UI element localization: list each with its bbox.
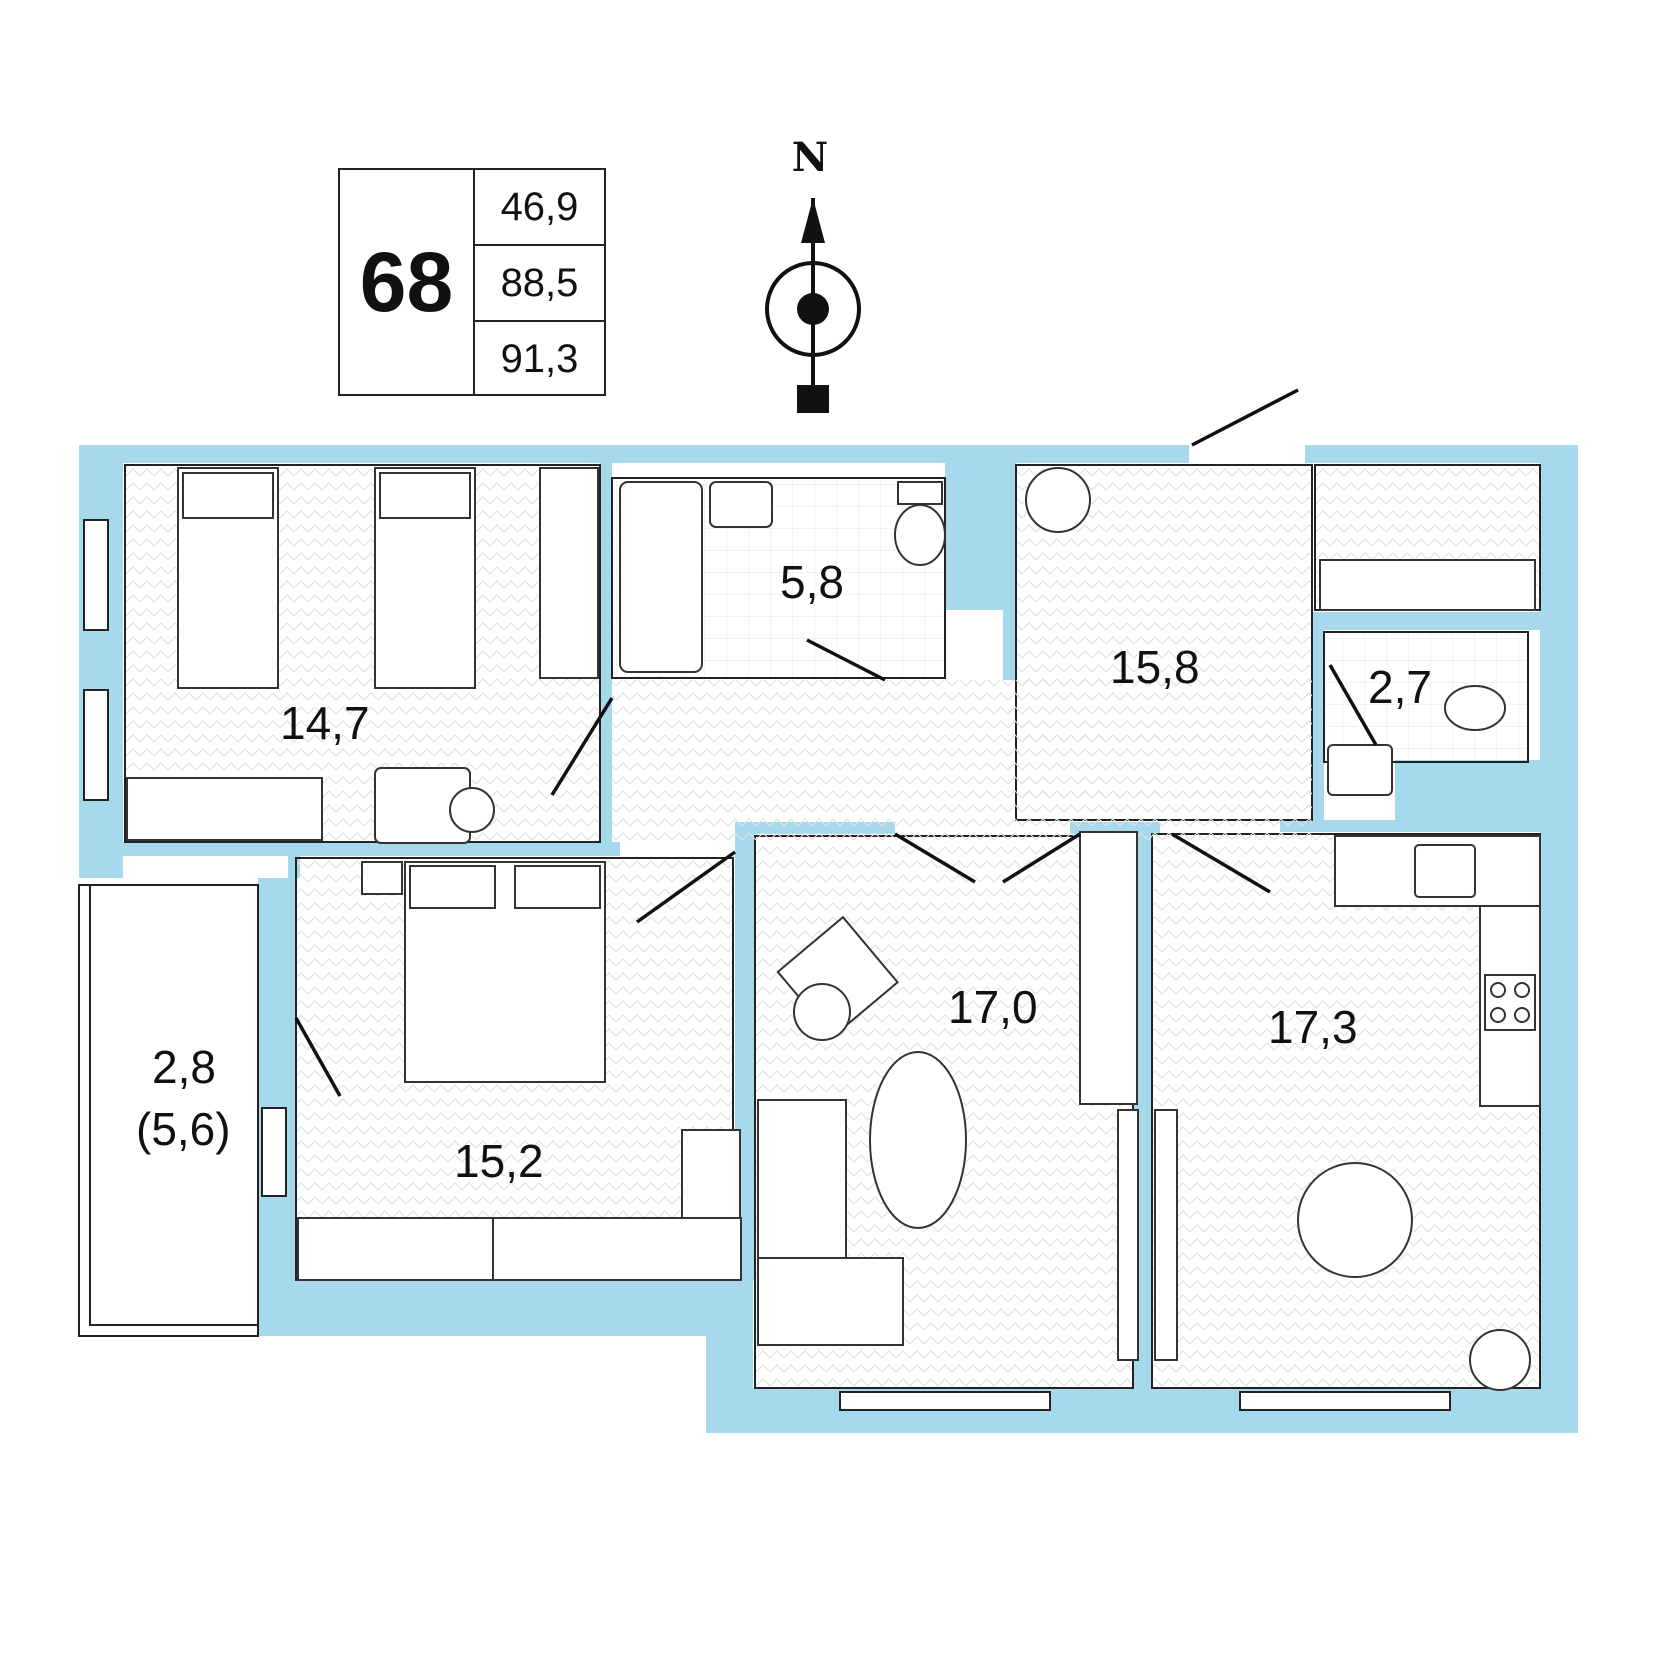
room-area-bedroom-master: 15,2	[454, 1135, 544, 1187]
apartment-number: 68	[340, 170, 475, 394]
room-area-living-room: 17,0	[948, 981, 1038, 1033]
room-area-hallway: 15,8	[1110, 641, 1200, 693]
wc-fixtures	[1327, 685, 1506, 796]
desk-master	[297, 1217, 494, 1281]
wardrobe-hall	[1319, 559, 1536, 611]
toilet-icon	[894, 504, 946, 566]
area-living: 46,9	[475, 170, 604, 246]
kids-bedroom-furniture	[126, 467, 599, 844]
area-total-with-balcony: 91,3	[500, 336, 579, 381]
bathroom-fixtures	[619, 481, 946, 673]
desk-kids	[126, 777, 323, 841]
floor-balcony	[78, 884, 259, 1337]
room-area-wc: 2,7	[1368, 661, 1432, 713]
windows	[83, 519, 1451, 1411]
balcony-frame	[89, 884, 259, 1326]
room-area-balcony-full: (5,6)	[136, 1103, 231, 1155]
nightstand	[361, 861, 403, 895]
sink-icon	[709, 481, 773, 528]
room-area-kitchen: 17,3	[1268, 1001, 1358, 1053]
round-table-icon	[1025, 467, 1091, 533]
door-swings	[294, 388, 1378, 1097]
plant-icon	[1469, 1329, 1531, 1391]
oval-table-icon	[869, 1051, 967, 1229]
wc-sink-icon	[1327, 744, 1393, 796]
compass-icon	[765, 198, 861, 413]
living-room-furniture	[757, 831, 1139, 1361]
room-area-bathroom: 5,8	[780, 556, 844, 608]
floor-hallway-lower	[612, 680, 1312, 840]
kitchen-furniture	[1154, 835, 1541, 1391]
wc-toilet-icon	[1444, 685, 1506, 731]
room-area-balcony: 2,8	[152, 1041, 216, 1093]
area-total: 88,5	[475, 246, 604, 322]
apartment-info-box: 68 46,9 88,5 91,3	[338, 168, 606, 396]
kitchen-sink-icon	[1414, 844, 1476, 898]
dining-table-icon	[1297, 1162, 1413, 1278]
wardrobe-master	[492, 1217, 742, 1281]
tv-cabinet	[1079, 831, 1138, 1105]
floor-kitchen	[1151, 833, 1541, 1389]
master-bedroom-furniture	[297, 861, 742, 1281]
wardrobe-kids	[539, 467, 599, 679]
cooktop-icon	[1484, 974, 1536, 1031]
room-area-bedroom-kids: 14,7	[280, 697, 370, 749]
compass-north-label: N	[791, 134, 829, 181]
bathtub-icon	[619, 481, 703, 673]
